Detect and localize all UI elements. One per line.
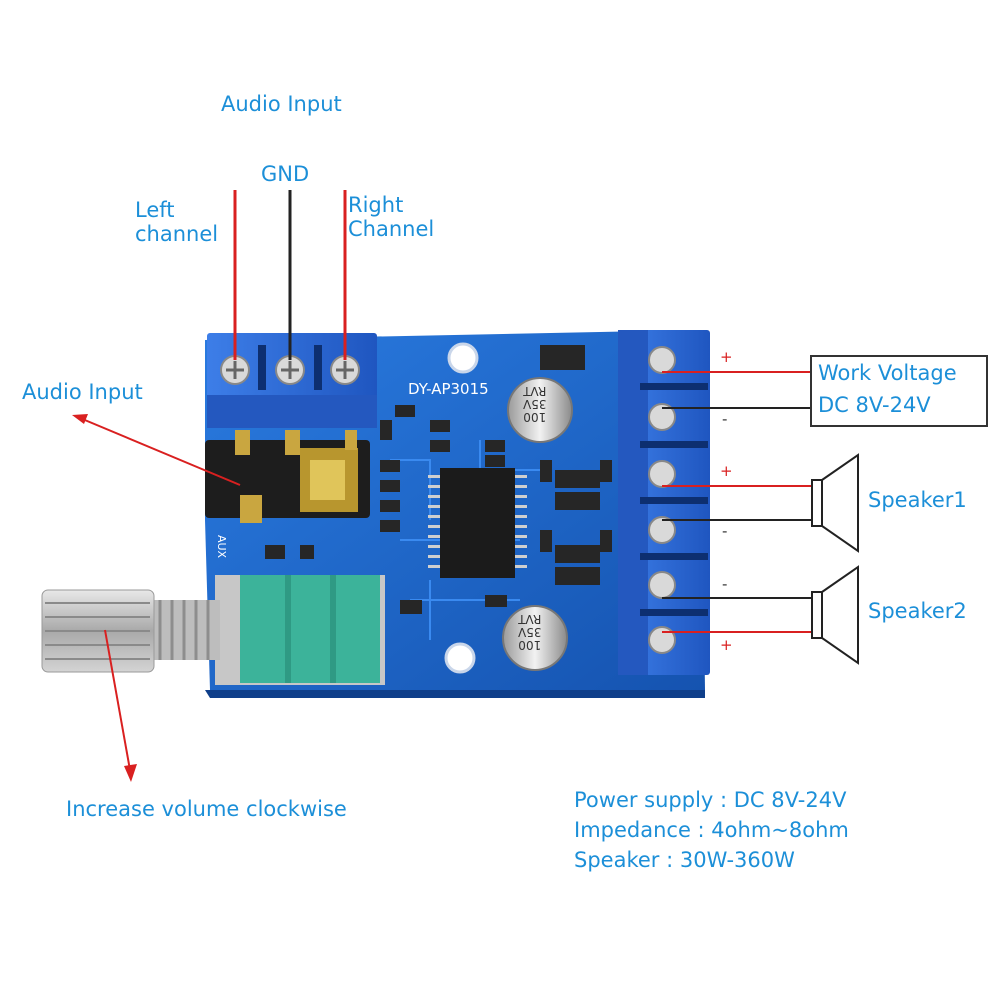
volume-potentiometer: [41, 575, 385, 685]
volume-label: Increase volume clockwise: [66, 797, 347, 821]
volume-arrow: [104, 629, 137, 782]
speaker2-label: Speaker2: [868, 599, 967, 623]
audio-terminal-block: [207, 333, 377, 428]
capacitor-bottom: [502, 605, 568, 671]
gnd-label: GND: [261, 162, 310, 186]
audio-jack-arrow: [72, 414, 241, 486]
terminal-1-sign: +: [720, 348, 733, 366]
board-model-label: DY-AP3015: [408, 380, 489, 398]
terminal-5-sign: -: [722, 575, 728, 593]
speaker1-label: Speaker1: [868, 488, 967, 512]
power-wires: [662, 371, 812, 409]
left-channel-label: Left channel: [135, 198, 219, 247]
power-speaker-terminal-block: [618, 330, 710, 675]
capacitor-top: [507, 377, 573, 443]
speaker1-icon: [811, 453, 859, 553]
speaker2-icon: [811, 565, 859, 665]
audio-jack: [205, 430, 370, 523]
spec-speaker: Speaker : 30W-360W: [574, 848, 795, 872]
terminal-2-sign: -: [722, 410, 728, 428]
work-voltage-box: [810, 355, 988, 427]
audio-input-top-label: Audio Input: [221, 92, 342, 116]
aux-label: AUX: [215, 534, 229, 559]
terminal-6-sign: +: [720, 636, 733, 654]
spec-power-supply: Power supply : DC 8V-24V: [574, 788, 847, 812]
spec-impedance: Impedance : 4ohm~8ohm: [574, 818, 849, 842]
terminal-4-sign: -: [722, 522, 728, 540]
speaker1-wires: [662, 485, 812, 521]
work-voltage-range-label: DC 8V-24V: [818, 393, 931, 417]
audio-input-wires: [233, 190, 347, 360]
smd-components: [265, 345, 612, 614]
speaker2-wires: [662, 597, 812, 633]
terminal-3-sign: +: [720, 462, 733, 480]
capacitor-bottom-text: 100 35V RVT: [518, 612, 542, 652]
amplifier-ic: [428, 468, 527, 578]
right-channel-label: Right Channel: [348, 193, 435, 242]
audio-input-side-label: Audio Input: [22, 380, 143, 404]
work-voltage-label: Work Voltage: [818, 361, 957, 385]
capacitor-top-text: 100 35V RVT: [523, 384, 547, 424]
